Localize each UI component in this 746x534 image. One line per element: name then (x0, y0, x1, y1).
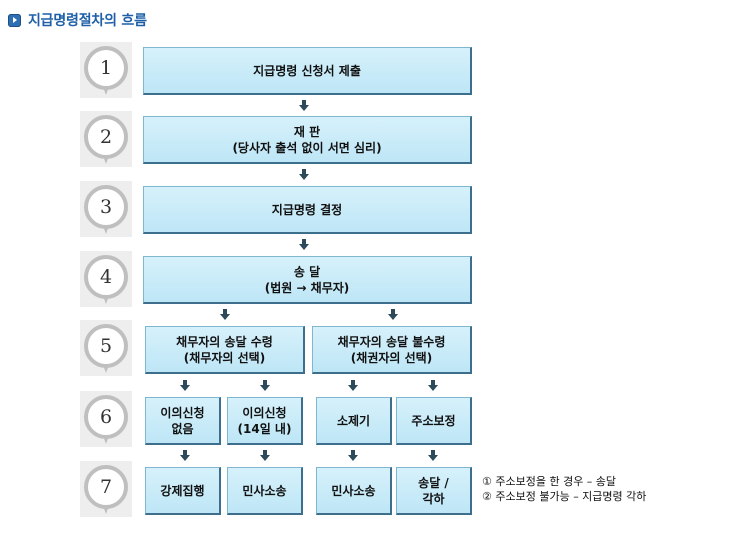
box-no-objection: 이의신청 없음 (145, 397, 221, 445)
box-civil-suit-2: 민사소송 (316, 467, 392, 515)
box-service: 송 달 (법원 → 채무자) (143, 256, 472, 304)
arrow-down-icon (260, 450, 270, 462)
step-2-badge: 2 (80, 111, 132, 167)
page-title: 지급명령절차의 흐름 (28, 13, 147, 29)
arrow-down-icon (220, 309, 230, 321)
arrow-down-icon (299, 169, 309, 181)
box-file-suit: 소제기 (316, 397, 392, 445)
box-compulsory-execution: 강제집행 (145, 467, 221, 515)
box-service-received: 채무자의 송달 수령 (채무자의 선택) (145, 326, 305, 374)
step-5-badge: 5 (80, 320, 132, 376)
arrow-down-icon (180, 380, 190, 392)
arrow-down-icon (388, 309, 398, 321)
arrow-down-icon (180, 450, 190, 462)
note-1: ① 주소보정을 한 경우 – 송달 (482, 475, 617, 488)
box-objection-14days: 이의신청 (14일 내) (227, 397, 303, 445)
step-6-badge: 6 (80, 391, 132, 447)
arrow-down-icon (428, 380, 438, 392)
arrow-down-icon (260, 380, 270, 392)
bullet-arrow-icon (8, 13, 21, 27)
box-service-or-dismissal: 송달 / 각하 (396, 467, 472, 515)
footnotes: ① 주소보정을 한 경우 – 송달 ② 주소보정 불가능 – 지급명령 각하 (482, 474, 646, 504)
step-3-badge: 3 (80, 181, 132, 237)
arrow-down-icon (428, 450, 438, 462)
arrow-down-icon (348, 450, 358, 462)
box-address-correction: 주소보정 (396, 397, 472, 445)
note-2: ② 주소보정 불가능 – 지급명령 각하 (482, 490, 647, 503)
step-1-badge: 1 (80, 42, 132, 98)
arrow-down-icon (299, 100, 309, 112)
step-4-badge: 4 (80, 251, 132, 307)
box-service-not-received: 채무자의 송달 불수령 (채권자의 선택) (312, 326, 472, 374)
box-civil-suit-1: 민사소송 (227, 467, 303, 515)
box-trial: 재 판 (당사자 출석 없이 서면 심리) (143, 116, 472, 164)
section-title: 지급명령절차의 흐름 (8, 10, 147, 30)
step-7-badge: 7 (80, 461, 132, 517)
box-application-submit: 지급명령 신청서 제출 (143, 47, 472, 95)
arrow-down-icon (348, 380, 358, 392)
box-order-decision: 지급명령 결정 (143, 186, 472, 234)
arrow-down-icon (299, 239, 309, 251)
